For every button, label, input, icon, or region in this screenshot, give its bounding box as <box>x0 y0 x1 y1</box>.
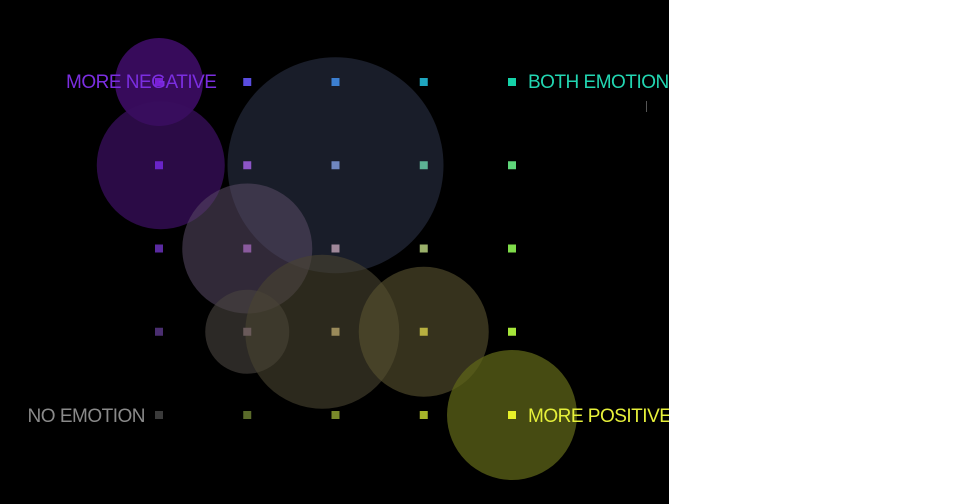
grid-marker-0-4 <box>155 78 163 86</box>
grid-marker-3-1 <box>419 327 428 336</box>
chart-canvas: MORE NEGATIVE BOTH EMOTIONS NO EMOTION M… <box>0 0 669 504</box>
grid-marker-2-2 <box>331 244 340 253</box>
grid-marker-4-0 <box>508 411 516 419</box>
marker-layer <box>155 78 516 419</box>
label-more-negative: MORE NEGATIVE <box>66 72 216 93</box>
label-no-emotion: NO EMOTION <box>28 406 145 427</box>
grid-marker-4-4 <box>508 78 516 86</box>
grid-marker-4-1 <box>508 327 516 336</box>
grid-marker-3-2 <box>419 244 428 253</box>
grid-marker-0-3 <box>155 161 163 170</box>
bubble-5 <box>245 254 400 409</box>
grid-marker-3-3 <box>419 161 428 170</box>
grid-marker-0-0 <box>155 411 163 419</box>
grid-marker-2-0 <box>331 411 340 419</box>
grid-marker-1-2 <box>243 244 252 253</box>
label-layer: MORE NEGATIVE BOTH EMOTIONS NO EMOTION M… <box>28 72 669 427</box>
grid-marker-0-2 <box>155 244 163 253</box>
grid-marker-1-0 <box>243 411 252 419</box>
grid-marker-3-0 <box>419 411 428 419</box>
emotion-bubble-chart: MORE NEGATIVE BOTH EMOTIONS NO EMOTION M… <box>28 38 669 480</box>
grid-marker-4-2 <box>508 244 516 253</box>
grid-marker-1-1 <box>243 327 252 336</box>
grid-marker-1-4 <box>243 78 252 86</box>
axis-tick-mark <box>646 101 647 112</box>
grid-marker-3-4 <box>419 78 428 86</box>
grid-marker-2-3 <box>331 161 340 170</box>
label-more-positive: MORE POSITIVE <box>528 406 669 427</box>
grid-marker-1-3 <box>243 161 252 170</box>
grid-marker-2-4 <box>331 78 340 86</box>
grid-marker-4-3 <box>508 161 516 170</box>
label-both-emotions: BOTH EMOTIONS <box>528 72 669 93</box>
grid-marker-2-1 <box>331 327 340 336</box>
grid-marker-0-1 <box>155 327 163 336</box>
